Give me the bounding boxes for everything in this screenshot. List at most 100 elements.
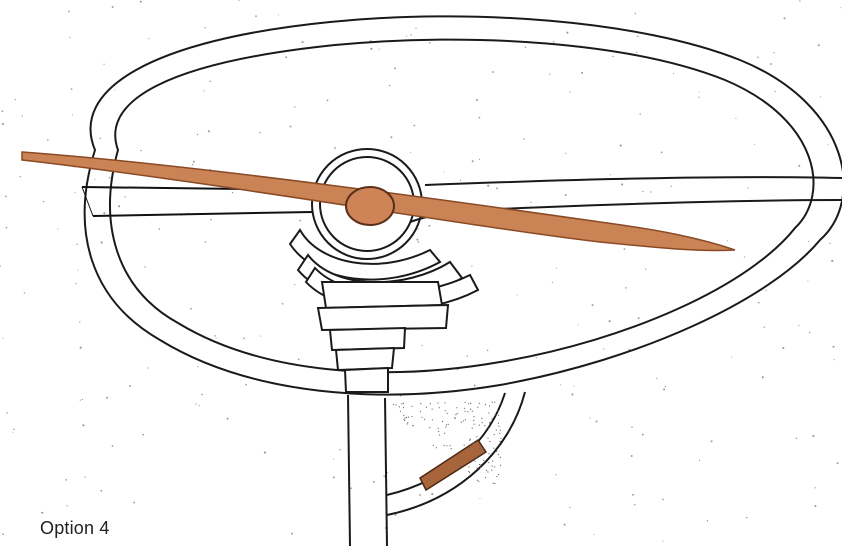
speckle-dot (560, 384, 562, 386)
speckle-dot (390, 136, 393, 139)
speckle-dot (14, 99, 16, 101)
brace-speckle-dot (468, 466, 470, 468)
brace-speckle-dot (429, 403, 431, 405)
speckle-dot (192, 160, 195, 163)
left-line-upper (81, 186, 244, 190)
speckle-dot (754, 143, 756, 145)
brace-speckle-dot (481, 422, 483, 424)
brace-speckle-dot (473, 419, 475, 422)
brace-speckle-dot (493, 447, 495, 449)
speckle-dot (698, 91, 700, 93)
speckle-dot (294, 284, 296, 286)
speckle-dot (111, 6, 114, 8)
speckle-dot (664, 385, 666, 388)
brace-speckle-dot (438, 407, 440, 409)
speckle-dot (569, 506, 571, 509)
brace (386, 391, 526, 516)
speckle-dot (782, 346, 785, 349)
brace-speckle-dot (472, 443, 474, 445)
arc-segment-8 (343, 366, 389, 393)
speckle-dot (215, 337, 217, 339)
speckle-dot (710, 440, 713, 443)
speckle-dot (486, 349, 489, 352)
brace-speckle-dot (446, 445, 448, 447)
speckle-dot (190, 307, 192, 310)
speckle-dot (639, 113, 641, 115)
speckle-dot (99, 137, 102, 140)
speckle-dot (203, 90, 205, 92)
speckle-dot (473, 384, 476, 387)
speckle-dot (383, 475, 386, 478)
speckle-dot (817, 44, 820, 47)
brace-speckle-dot (398, 406, 400, 408)
brace-speckle-dot (480, 466, 482, 468)
brace-speckle-dot (456, 412, 458, 415)
speckle-dot (47, 139, 49, 141)
speckle-dot (624, 287, 627, 289)
brace-speckle-dot (439, 434, 441, 436)
speckle-dot (333, 458, 335, 460)
speckle-dot (231, 191, 234, 194)
brace-speckle-dot (449, 445, 451, 447)
speckle-dot (523, 138, 525, 140)
brace-speckle-dot (494, 466, 496, 468)
speckle-dot (496, 187, 498, 190)
speckle-dot (589, 417, 591, 419)
speckle-dot (42, 200, 45, 203)
brace-speckle-dot (431, 408, 433, 410)
brace-speckle-dot (484, 477, 487, 479)
brace-speckle-dot (470, 408, 472, 410)
speckle-dot (832, 345, 835, 348)
speckle-dot (71, 114, 74, 116)
brace-speckle-dot (446, 412, 448, 414)
speckle-dot (649, 191, 652, 193)
speckle-dot (259, 131, 261, 134)
speckle-dot (621, 183, 624, 186)
speckle-dot (419, 493, 421, 496)
speckle-dot (566, 31, 569, 34)
brace-speckle-dot (471, 410, 473, 412)
brace-speckle-dot (487, 471, 489, 473)
speckle-dot (827, 143, 829, 146)
brace-speckle-dot (499, 456, 501, 458)
brace-speckle-dot (437, 402, 439, 404)
speckle-dot (68, 10, 70, 13)
speckle-dot (581, 71, 584, 74)
speckle-dot (783, 17, 786, 20)
brace-speckle-dot (476, 455, 478, 457)
brace-speckle-dot (473, 423, 475, 425)
brace-speckle-dot (460, 458, 462, 460)
speckle-dot (111, 445, 114, 447)
brace-speckle-dot (404, 420, 406, 422)
speckle-dot (41, 511, 44, 514)
brace-speckle-dot (468, 449, 470, 451)
speckle-dot (770, 63, 772, 65)
speckle-dot (332, 476, 335, 479)
speckle-dot (735, 117, 737, 119)
brace-speckle-dot (491, 469, 493, 471)
speckle-dot (795, 437, 798, 439)
speckle-dot (243, 337, 245, 340)
brace-speckle-dot (425, 406, 428, 408)
speckle-dot (263, 451, 266, 454)
speckle-dot (100, 489, 103, 492)
brace-speckle-dot (499, 441, 501, 443)
brace-speckle-dot (499, 445, 501, 447)
brace-speckle-dot (474, 460, 476, 462)
brace-speckle-dot (464, 410, 466, 412)
speckle-dot (593, 534, 595, 535)
brace-speckle-dot (464, 419, 466, 421)
speckle-dot (13, 428, 15, 431)
brace-speckle-dot (464, 401, 466, 403)
speckle-dot (299, 219, 302, 222)
speckle-dot (378, 48, 380, 50)
speckle-dot (417, 241, 420, 243)
speckle-dot (114, 89, 116, 91)
brace-speckle-dot (484, 425, 486, 427)
speckle-dot (140, 149, 142, 152)
speckle-dot (339, 448, 341, 451)
brace-speckle-dot (403, 406, 405, 408)
speckle-dot (630, 455, 633, 457)
speckle-dot (698, 459, 701, 461)
brace-speckle-dot (497, 410, 499, 412)
